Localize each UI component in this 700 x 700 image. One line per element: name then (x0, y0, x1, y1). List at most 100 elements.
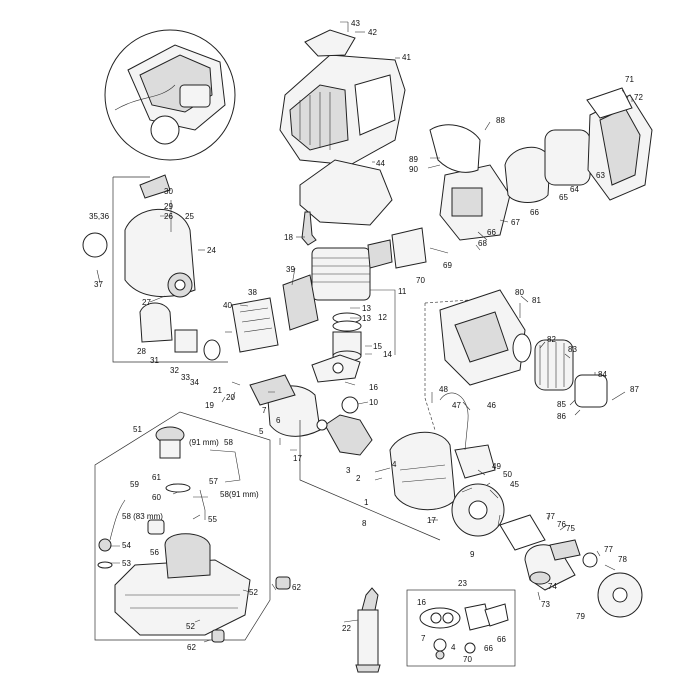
label-46: 46 (487, 401, 496, 410)
label-76: 76 (557, 520, 566, 529)
ignition-module (454, 444, 496, 479)
spark-plug (301, 211, 317, 246)
label-21: 21 (213, 386, 222, 395)
carburetor-group (367, 124, 511, 269)
label-15: 15 (373, 342, 382, 351)
label-39: 39 (286, 265, 295, 274)
label-89: 89 (409, 155, 418, 164)
label-38: 38 (248, 288, 257, 297)
label-78: 78 (618, 555, 627, 564)
label-6: 6 (276, 416, 281, 425)
label-28: 28 (137, 347, 146, 356)
label-58a: 58 (224, 438, 233, 447)
label-24: 24 (207, 246, 216, 255)
label-84: 84 (598, 370, 607, 379)
label-13a: 13 (362, 304, 371, 313)
label-60: 60 (152, 493, 161, 502)
label-26: 26 (164, 212, 173, 221)
label-57: 57 (209, 477, 218, 486)
gasket-kit (406, 589, 516, 667)
piston (332, 312, 362, 362)
label-52a: 52 (249, 588, 258, 597)
label-8: 8 (362, 519, 367, 528)
crankshaft-group (249, 354, 373, 456)
label-kit-16: 16 (417, 598, 426, 607)
label-71: 71 (625, 75, 634, 84)
label-73: 73 (541, 600, 550, 609)
label-81: 81 (532, 296, 541, 305)
label-50: 50 (503, 470, 512, 479)
fan-housing (299, 159, 393, 226)
label-40: 40 (223, 301, 232, 310)
grease-tube (355, 587, 381, 673)
label-72: 72 (634, 93, 643, 102)
label-53: 53 (122, 559, 131, 568)
label-1: 1 (364, 498, 369, 507)
label-12: 12 (378, 313, 387, 322)
label-83: 83 (568, 345, 577, 354)
crankcase-bracket (299, 420, 441, 541)
label-31: 31 (150, 356, 159, 365)
label-7: 7 (262, 406, 267, 415)
bumper-right (275, 576, 291, 590)
label-29: 29 (164, 202, 173, 211)
label-32: 32 (170, 366, 179, 375)
fuel-tank-group (94, 411, 271, 641)
label-17b: 17 (427, 516, 436, 525)
label-69: 69 (443, 261, 452, 270)
decal-disc (82, 232, 108, 258)
label-11: 11 (398, 287, 407, 296)
label-23: 23 (458, 579, 467, 588)
label-59: 59 (130, 480, 139, 489)
label-kit-7: 7 (421, 634, 426, 643)
part-number-labels: 43 42 41 71 72 88 89 90 44 63 64 65 66 6… (89, 19, 643, 664)
label-20: 20 (226, 393, 235, 402)
label-25: 25 (185, 212, 194, 221)
label-66b: 66 (487, 228, 496, 237)
label-87: 87 (630, 385, 639, 394)
label-77a: 77 (546, 512, 555, 521)
label-62b: 62 (187, 643, 196, 652)
label-30: 30 (164, 187, 173, 196)
label-19: 19 (205, 401, 214, 410)
label-49: 49 (492, 462, 501, 471)
label-5: 5 (259, 427, 264, 436)
leader-lines (96, 21, 633, 643)
label-51: 51 (133, 425, 142, 434)
muffler-gasket (282, 274, 319, 331)
label-62a: 62 (292, 583, 301, 592)
label-63: 63 (596, 171, 605, 180)
label-75: 75 (566, 524, 575, 533)
label-79: 79 (576, 612, 585, 621)
label-58c: 58(91 mm) (220, 490, 259, 499)
label-33: 33 (181, 373, 190, 382)
label-67: 67 (511, 218, 520, 227)
label-13b: 13 (362, 314, 371, 323)
label-90: 90 (409, 165, 418, 174)
label-3: 3 (346, 466, 351, 475)
label-61: 61 (152, 473, 161, 482)
flywheel (451, 483, 505, 537)
label-22: 22 (342, 624, 351, 633)
label-74: 74 (548, 582, 557, 591)
label-10: 10 (369, 398, 378, 407)
label-kit-66b: 66 (484, 644, 493, 653)
label-47: 47 (452, 401, 461, 410)
label-4: 4 (392, 460, 397, 469)
label-58d: (91 mm) (189, 438, 219, 447)
label-70a: 70 (416, 276, 425, 285)
label-55: 55 (208, 515, 217, 524)
label-86: 86 (557, 412, 566, 421)
label-52b: 52 (186, 622, 195, 631)
label-77b: 77 (604, 545, 613, 554)
label-58b: 58 (83 mm) (122, 512, 163, 521)
bumper-bottom (211, 629, 225, 643)
starter-group (112, 174, 228, 363)
label-17a: 17 (293, 454, 302, 463)
label-44: 44 (376, 159, 385, 168)
label-37: 37 (94, 280, 103, 289)
top-cap (304, 29, 356, 57)
label-2: 2 (356, 474, 361, 483)
label-3536: 35,36 (89, 212, 110, 221)
